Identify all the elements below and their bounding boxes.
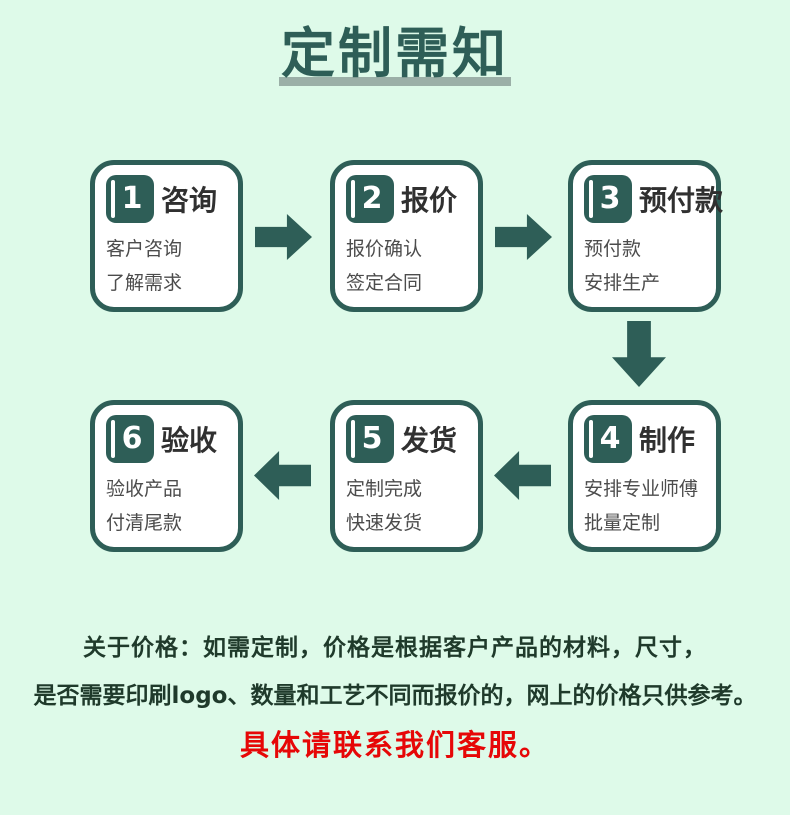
step-desc-line: 报价确认 [346,238,423,260]
step-desc-line: 付清尾款 [106,512,183,534]
step-number-badge: 5 [346,415,394,463]
step-box-2: 2 报价 报价确认 签定合同 [330,160,483,312]
step-header: 5 发货 [346,415,467,463]
badge-accent-stripe [589,180,593,218]
step-number: 4 [599,421,621,456]
step-number-badge: 3 [584,175,632,223]
step-box-5: 5 发货 定制完成 快速发货 [330,400,483,552]
step-label: 发货 [401,424,458,457]
step-label: 报价 [401,184,458,217]
step-description: 定制完成 快速发货 [346,472,467,540]
step-description: 安排专业师傅 批量定制 [584,472,705,540]
step-desc-line: 验收产品 [106,478,183,500]
badge-accent-stripe [589,420,593,458]
step-number-badge: 4 [584,415,632,463]
page-title: 定制需知 [281,22,509,85]
badge-accent-stripe [351,180,355,218]
step-box-3: 3 预付款 预付款 安排生产 [568,160,723,312]
step-header: 1 咨询 [106,175,227,223]
step-number: 3 [599,181,621,216]
arrow-right-icon [255,214,312,260]
step-number: 1 [121,181,143,216]
arrow-left-icon [254,451,311,500]
step-label: 预付款 [639,184,724,217]
step-header: 6 验收 [106,415,227,463]
price-note-line-2: 是否需要印刷logo、数量和工艺不同而报价的，网上的价格只供参考。 [33,683,757,709]
step-desc-line: 签定合同 [346,272,423,294]
step-description: 验收产品 付清尾款 [106,472,227,540]
badge-accent-stripe [351,420,355,458]
step-description: 客户咨询 了解需求 [106,232,227,300]
step-desc-line: 快速发货 [346,512,423,534]
step-label: 制作 [639,424,696,457]
step-box-1: 1 咨询 客户咨询 了解需求 [90,160,243,312]
step-label: 验收 [161,424,218,457]
step-box-6: 6 验收 验收产品 付清尾款 [90,400,243,552]
step-description: 报价确认 签定合同 [346,232,467,300]
step-header: 2 报价 [346,175,467,223]
price-note-line-1: 关于价格：如需定制，价格是根据客户产品的材料，尺寸， [83,635,707,661]
step-box-4: 4 制作 安排专业师傅 批量定制 [568,400,721,552]
arrow-down-icon [612,321,666,387]
step-header: 3 预付款 [584,175,723,223]
step-number: 6 [121,421,143,456]
badge-accent-stripe [111,180,115,218]
step-desc-line: 预付款 [584,238,642,260]
step-number: 5 [361,421,383,456]
step-number-badge: 2 [346,175,394,223]
step-number-badge: 1 [106,175,154,223]
step-desc-line: 定制完成 [346,478,423,500]
step-desc-line: 客户咨询 [106,238,183,260]
step-desc-line: 了解需求 [106,272,183,294]
step-header: 4 制作 [584,415,705,463]
contact-service-note: 具体请联系我们客服。 [239,728,550,762]
arrow-left-icon [494,451,551,500]
step-label: 咨询 [161,184,218,217]
step-desc-line: 安排生产 [584,272,661,294]
title-underline [279,77,511,86]
step-number-badge: 6 [106,415,154,463]
step-desc-line: 安排专业师傅 [584,478,699,500]
header: 定制需知 [0,22,790,86]
step-number: 2 [361,181,383,216]
arrow-right-icon [495,214,552,260]
step-description: 预付款 安排生产 [584,232,705,300]
badge-accent-stripe [111,420,115,458]
step-desc-line: 批量定制 [584,512,661,534]
